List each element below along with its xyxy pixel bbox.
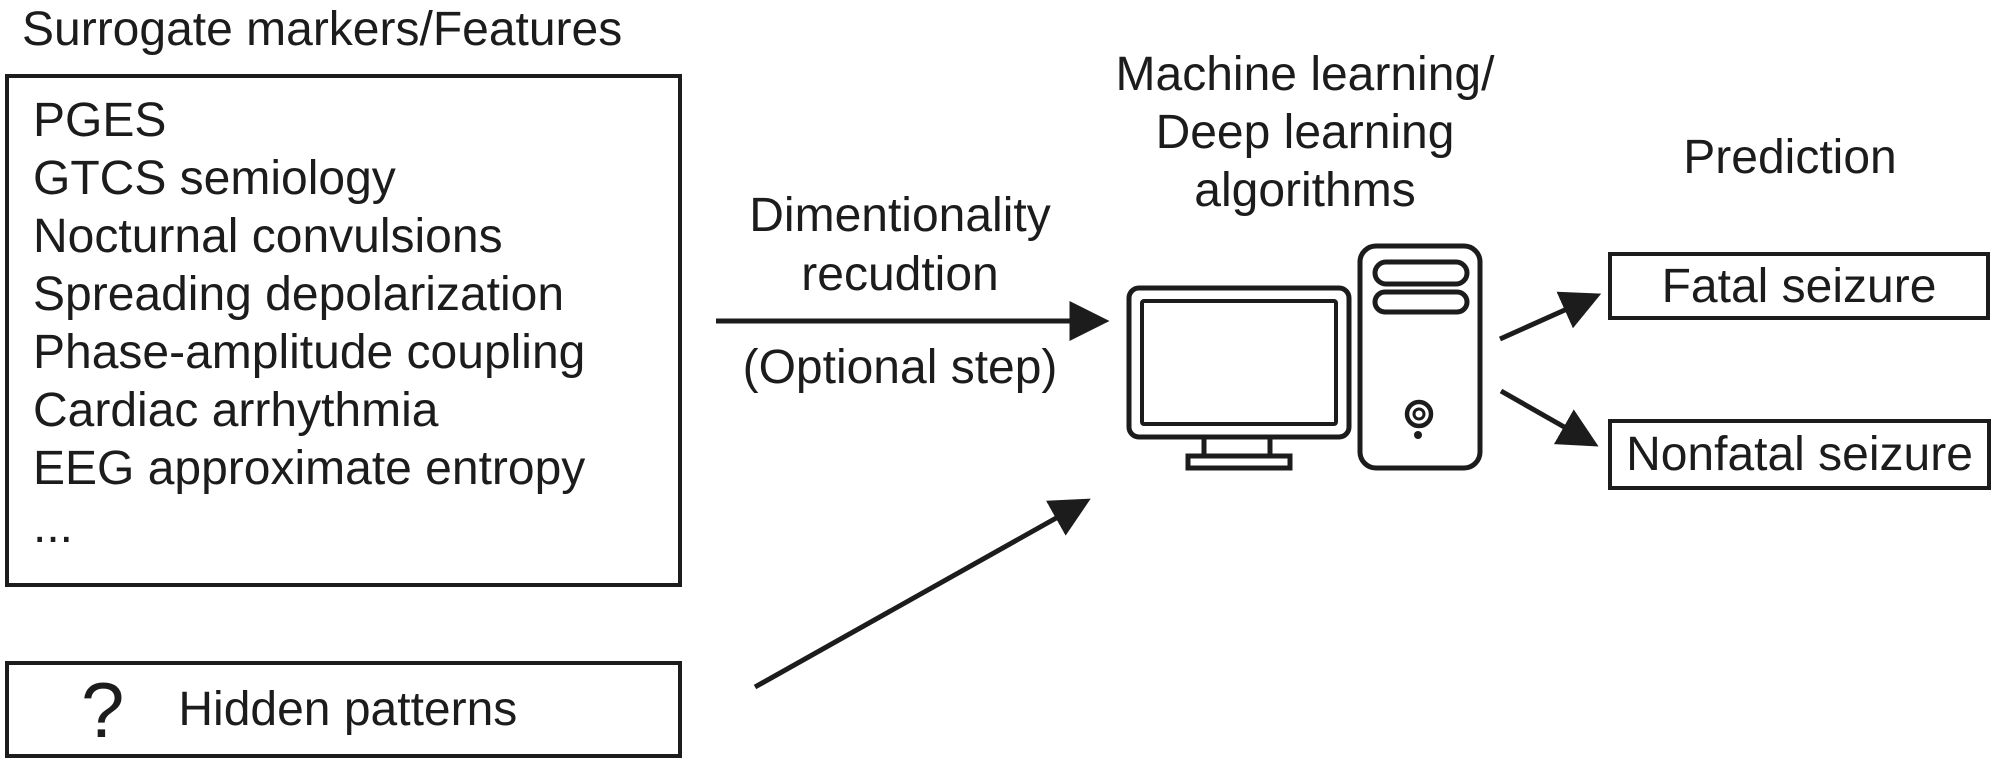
ml-line1: Machine learning/ [1115, 48, 1495, 101]
ml-line3: algorithms [1194, 164, 1416, 217]
ml-algorithms-label: Machine learning/ Deep learning algorith… [1105, 46, 1505, 220]
feature-item: Spreading depolarization [33, 268, 565, 321]
feature-item: Nocturnal convulsions [33, 210, 503, 263]
feature-item-ellipsis: ... [33, 500, 74, 553]
dimensionality-line2: recudtion [801, 248, 999, 301]
features-box: PGES GTCS semiology Nocturnal convulsion… [5, 74, 682, 587]
fatal-seizure-box: Fatal seizure [1608, 252, 1990, 320]
nonfatal-seizure-box: Nonfatal seizure [1608, 419, 1991, 490]
tower-slot-icon [1372, 289, 1470, 315]
dimensionality-reduction-label: Dimentionality recudtion [700, 186, 1100, 304]
question-mark-icon: ? [81, 665, 125, 754]
feature-item: Phase-amplitude coupling [33, 326, 586, 379]
tower-slot-icon [1372, 259, 1470, 287]
ml-line2: Deep learning [1155, 106, 1455, 159]
nonfatal-seizure-label: Nonfatal seizure [1626, 428, 1973, 481]
power-button-inner-icon [1412, 407, 1426, 421]
hidden-patterns-label: Hidden patterns [178, 683, 518, 736]
prediction-title: Prediction [1683, 131, 1897, 184]
fatal-seizure-label: Fatal seizure [1661, 259, 1937, 313]
hidden-patterns-box: ? Hidden patterns [5, 661, 682, 758]
desktop-computer-icon [1126, 243, 1483, 471]
optional-step-label: (Optional step) [742, 341, 1058, 394]
feature-item: GTCS semiology [33, 152, 396, 205]
monitor-screen-icon [1140, 299, 1338, 426]
feature-item: Cardiac arrhythmia [33, 384, 439, 437]
feature-item: EEG approximate entropy [33, 442, 586, 495]
features-list: PGES GTCS semiology Nocturnal convulsion… [9, 78, 678, 556]
monitor-stand-neck-icon [1201, 434, 1273, 459]
hidden-patterns-to-ml-arrow-icon [753, 498, 1091, 690]
dimensionality-line1: Dimentionality [749, 189, 1051, 242]
features-title: Surrogate markers/Features [22, 3, 623, 56]
ml-to-nonfatal-arrow-icon [1499, 388, 1599, 447]
feature-item: PGES [33, 94, 167, 147]
ml-to-fatal-arrow-icon [1498, 291, 1602, 342]
monitor-stand-base-icon [1185, 453, 1293, 471]
tower-led-icon [1414, 431, 1422, 439]
